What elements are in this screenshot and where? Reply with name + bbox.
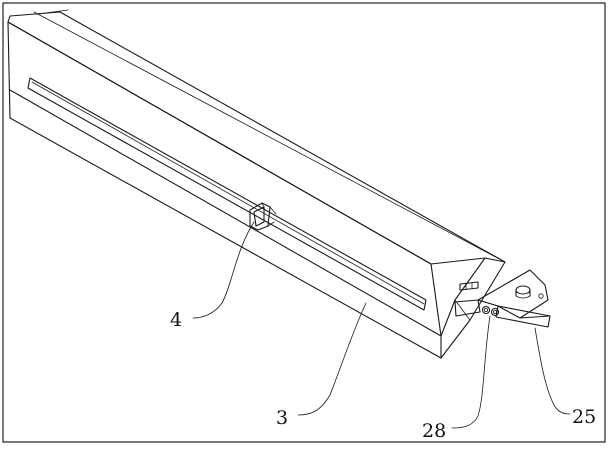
leader-line-3 <box>297 302 367 416</box>
mounting-bracket <box>454 269 551 328</box>
label-4: 4 <box>170 309 182 331</box>
leader-line-28 <box>451 315 491 429</box>
figure-border <box>2 2 606 443</box>
slider-block <box>249 202 277 231</box>
label-3: 3 <box>276 407 288 429</box>
leader-line-4 <box>192 221 255 319</box>
label-28: 28 <box>422 420 446 442</box>
leader-line-25 <box>534 327 571 415</box>
slot-rail <box>27 77 427 311</box>
housing-body <box>7 9 506 359</box>
end-connector <box>459 281 479 291</box>
label-25: 25 <box>572 406 596 428</box>
